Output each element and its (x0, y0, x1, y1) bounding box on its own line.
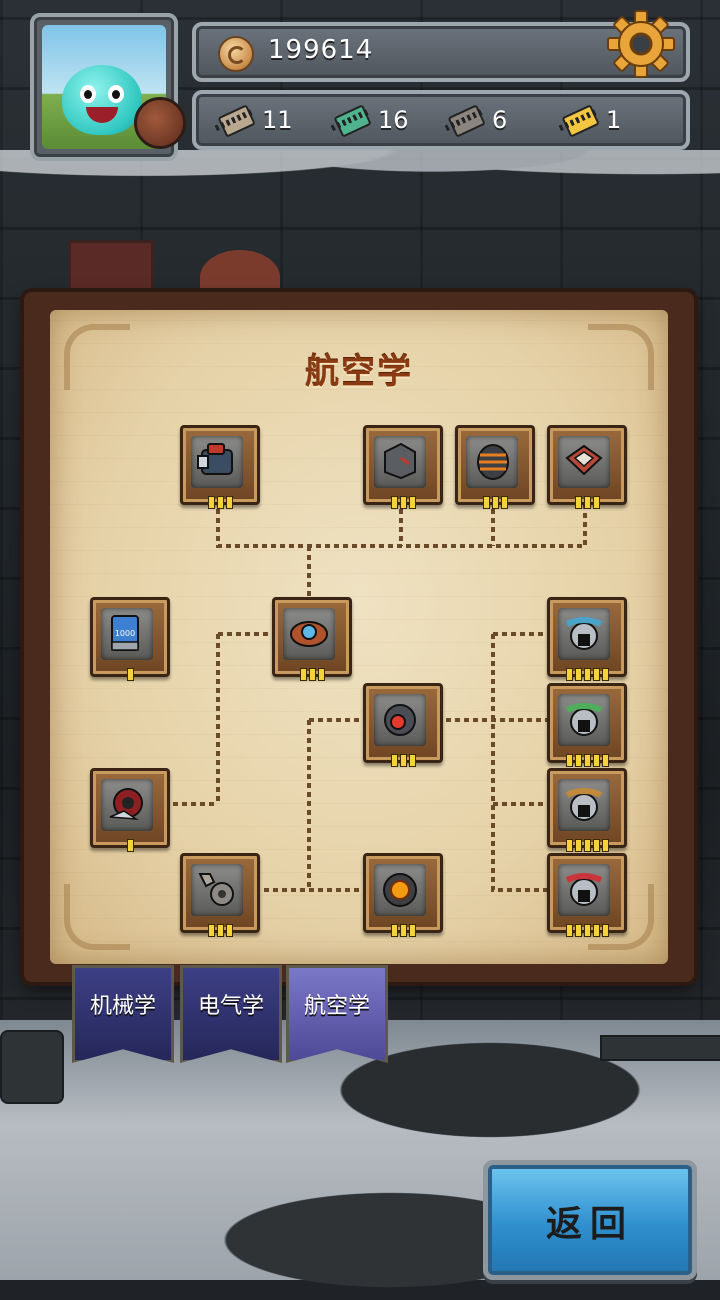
pipe-right (600, 1035, 720, 1061)
green-chip-icon (328, 101, 372, 140)
red-eye-orb-icon (384, 704, 416, 736)
coin-icon (218, 36, 254, 72)
coin-value: 199614 (268, 35, 374, 65)
player-avatar[interactable] (30, 13, 186, 161)
tech-node-battery[interactable]: 1000 (90, 597, 170, 681)
board-title: 航空学 (305, 352, 413, 392)
tech-node-green-wings[interactable] (547, 683, 627, 767)
tech-node-orange-wings[interactable] (547, 768, 627, 852)
tech-node-propeller-core[interactable] (272, 597, 352, 681)
tab-label: 机械学 (89, 994, 156, 1019)
tech-node-red-wings[interactable] (547, 853, 627, 937)
return-button-label: 返回 (545, 1204, 634, 1245)
slime-character-icon (62, 65, 142, 135)
tech-node-gear-wrench[interactable] (180, 853, 260, 937)
gear-wrench-icon (198, 873, 234, 906)
return-button[interactable]: 返回 (483, 1160, 697, 1280)
turret-cannon-icon (197, 443, 233, 475)
part-count: 1 (606, 106, 622, 134)
settings-gear-icon[interactable] (606, 9, 676, 79)
battery-1000-icon: 1000 (111, 615, 139, 651)
striped-shell-icon (477, 444, 509, 480)
tech-node-striped-shell[interactable] (455, 425, 535, 509)
part-count: 11 (262, 106, 293, 134)
coin-counter-bar: 199614 (192, 22, 690, 82)
part-count: 6 (492, 106, 508, 134)
tech-node-armor-plate[interactable] (363, 425, 443, 509)
red-wing-pod-icon (565, 873, 603, 906)
gray-chip-icon (442, 101, 486, 140)
green-wing-pod-icon (565, 703, 603, 736)
tech-node-fire-core[interactable] (363, 853, 443, 937)
part-counter: 16 (332, 94, 409, 146)
yellow-chip-icon (556, 101, 600, 140)
tab-electrical[interactable]: 电气学 (180, 965, 282, 1063)
parts-counter-bar: 11 16 6 1 (192, 90, 690, 150)
part-count: 16 (378, 106, 409, 134)
armor-plate-icon (384, 442, 416, 480)
part-counter: 1 (560, 94, 621, 146)
tech-node-red-eye[interactable] (363, 683, 443, 767)
tech-node-blue-wings[interactable] (547, 597, 627, 681)
fire-core-icon (383, 873, 417, 907)
blue-wing-pod-icon (565, 617, 603, 650)
tech-node-turret[interactable] (180, 425, 260, 509)
beige-chip-icon (212, 101, 256, 140)
tech-node-emblem[interactable] (547, 425, 627, 509)
orange-wing-pod-icon (565, 788, 603, 821)
tab-aeronautics[interactable]: 航空学 (286, 965, 388, 1063)
pipe-left (0, 1030, 64, 1104)
part-counter: 6 (446, 94, 507, 146)
tab-mechanics[interactable]: 机械学 (72, 965, 174, 1063)
shield-emblem-icon (565, 444, 603, 476)
tab-label: 电气学 (197, 994, 264, 1019)
coil-spool-icon (109, 788, 143, 820)
tech-node-coil[interactable] (90, 768, 170, 852)
battery-label: 1000 (115, 629, 135, 638)
propeller-core-icon (290, 621, 328, 647)
part-counter: 11 (216, 94, 293, 146)
avatar-badge-icon (134, 97, 186, 149)
tab-label: 航空学 (303, 994, 370, 1019)
